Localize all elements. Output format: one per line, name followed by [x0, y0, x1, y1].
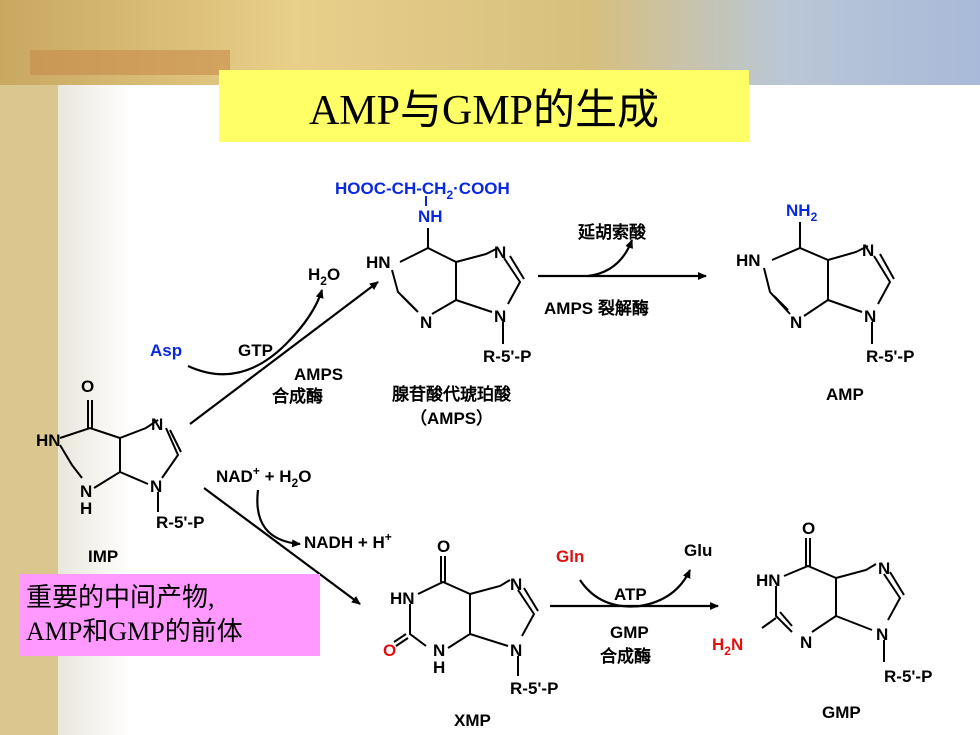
- nadh-product-label: NADH + H+: [304, 530, 392, 552]
- amp-label: AMP: [826, 385, 864, 404]
- xmp-h3: H: [433, 658, 445, 677]
- imp-h3: H: [80, 499, 92, 518]
- xmp-substituent: R-5'-P: [510, 679, 558, 698]
- imp-structure: O HN N N H N R-5'-P IMP: [36, 377, 204, 566]
- xmp-oxygen-6: O: [437, 537, 450, 556]
- amp-substituent: R-5'-P: [866, 347, 914, 366]
- xmp-oxygen-2: O: [383, 641, 396, 660]
- gmp-n9: N: [876, 625, 888, 644]
- gmp-oxygen: O: [802, 519, 815, 538]
- amps-name: 腺苷酸代琥珀酸: [392, 384, 512, 404]
- reaction-imp-to-amps: Asp GTP H2O AMPS 合成酶: [150, 265, 379, 425]
- xmp-n3: N: [433, 641, 445, 660]
- amps-n9: N: [494, 307, 506, 326]
- reaction-xmp-to-gmp: Gln Glu ATP GMP 合成酶: [550, 541, 719, 666]
- imp-n9: N: [150, 477, 162, 496]
- amps-enzyme-line1: AMPS: [294, 365, 343, 384]
- imp-hn: HN: [36, 431, 61, 450]
- amp-hn: HN: [736, 251, 761, 270]
- amps-substituent: R-5'-P: [483, 347, 531, 366]
- amp-structure: NH2 HN N N N R-5'-P AMP: [736, 201, 914, 404]
- asp-label: Asp: [150, 341, 182, 360]
- amps-enzyme-line2: 合成酶: [272, 386, 323, 406]
- glu-label: Glu: [684, 541, 712, 560]
- amp-n7: N: [862, 241, 874, 260]
- title-banner: AMP与GMP的生成: [219, 70, 749, 142]
- gmp-label: GMP: [822, 703, 861, 722]
- reaction-imp-to-xmp: NAD+ + H2O NADH + H+: [203, 464, 392, 605]
- amps-hn: HN: [366, 253, 391, 272]
- gmp-h2n: H2N: [712, 635, 743, 658]
- gmp-synthetase-line2: 合成酶: [600, 646, 651, 666]
- gln-label: Gln: [556, 547, 584, 566]
- imp-oxygen: O: [81, 377, 94, 396]
- gmp-n7: N: [878, 559, 890, 578]
- nad-reactant-label: NAD+ + H2O: [216, 464, 311, 490]
- note-line-1: 重要的中间产物,: [26, 583, 215, 612]
- xmp-hn: HN: [390, 589, 415, 608]
- atp-label: ATP: [614, 585, 647, 604]
- amps-abbr: （AMPS）: [410, 408, 493, 428]
- xmp-label: XMP: [454, 711, 491, 730]
- amp-nh2: NH2: [786, 201, 818, 224]
- reaction-amps-to-amp: 延胡索酸 AMPS 裂解酶: [538, 222, 707, 318]
- imp-substituent: R-5'-P: [156, 513, 204, 532]
- imp-label: IMP: [88, 547, 118, 566]
- imp-n3: N: [80, 482, 92, 501]
- gmp-n3: N: [800, 633, 812, 652]
- gmp-hn: HN: [756, 571, 781, 590]
- amps-nh: NH: [418, 207, 443, 226]
- note-line-2: AMP和GMP的前体: [26, 617, 243, 646]
- gmp-structure: O HN H2N N N N R-5'-P GMP: [712, 519, 932, 722]
- gmp-synthetase-line1: GMP: [610, 623, 649, 642]
- gtp-label: GTP: [238, 341, 273, 360]
- amps-structure: HOOC-CH-CH2·COOH NH HN N N N R-5'-P 腺苷酸代…: [335, 179, 531, 428]
- h2o-product-label: H2O: [308, 265, 340, 288]
- amps-lyase-label: AMPS 裂解酶: [544, 298, 649, 318]
- fumarate-label: 延胡索酸: [577, 222, 647, 242]
- imp-n7: N: [151, 415, 163, 434]
- amps-n3: N: [420, 313, 432, 332]
- amps-side-chain: HOOC-CH-CH2·COOH: [335, 179, 510, 202]
- note-box: 重要的中间产物, AMP和GMP的前体: [20, 574, 320, 656]
- amp-n9: N: [864, 307, 876, 326]
- xmp-n9: N: [510, 641, 522, 660]
- amps-n7: N: [494, 243, 506, 262]
- amp-n3: N: [790, 313, 802, 332]
- gmp-substituent: R-5'-P: [884, 667, 932, 686]
- xmp-structure: O HN O N H N N R-5'-P XMP: [383, 537, 558, 730]
- slide-title: AMP与GMP的生成: [308, 87, 660, 134]
- xmp-n7: N: [510, 575, 522, 594]
